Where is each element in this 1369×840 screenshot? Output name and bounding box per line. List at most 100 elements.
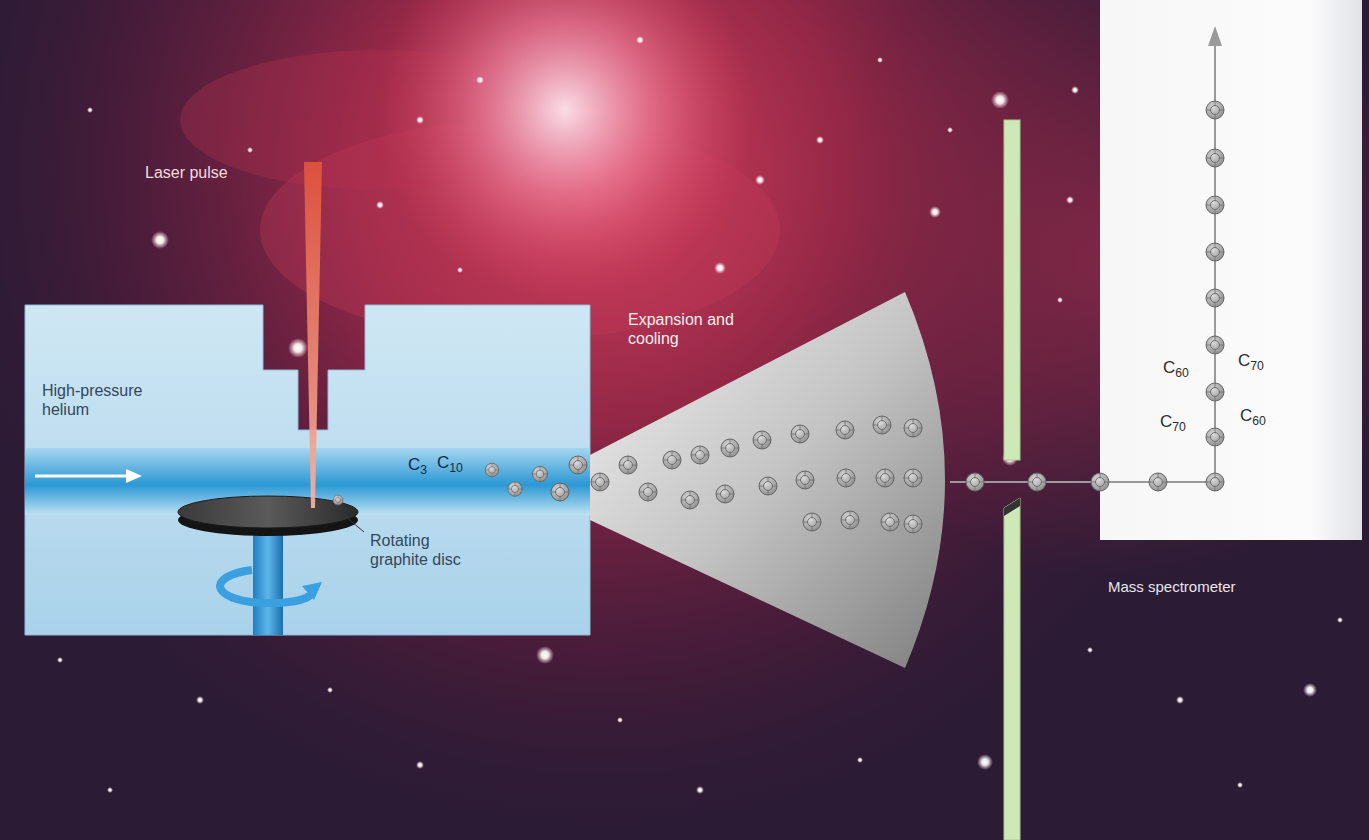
carbon-cluster — [551, 483, 569, 501]
process-label: Expansion and cooling — [628, 310, 758, 348]
carbon-cluster — [837, 469, 855, 487]
laser-label: Laser pulse — [145, 163, 228, 182]
star — [947, 127, 953, 133]
carbon-cluster — [873, 416, 891, 434]
star — [755, 175, 765, 185]
carbon-cluster — [1206, 289, 1224, 307]
carbon-cluster — [904, 419, 922, 437]
carbon-cluster — [485, 463, 499, 477]
disc-shaft — [253, 527, 283, 635]
carbon-cluster — [1028, 473, 1046, 491]
carbon-cluster — [841, 511, 859, 529]
cluster-label: C10 — [437, 453, 463, 473]
star — [376, 201, 384, 209]
carbon-cluster — [569, 456, 587, 474]
carbon-cluster — [904, 515, 922, 533]
carbon-cluster — [803, 513, 821, 531]
star — [87, 107, 93, 113]
spectrometer-panel-outline — [1100, 0, 1362, 610]
star — [1087, 647, 1093, 653]
carbon-cluster — [796, 471, 814, 489]
part-label: Rotating graphite disc — [370, 531, 488, 569]
skimmer-plate — [1004, 498, 1020, 840]
fullerene-label: C70 — [1160, 412, 1186, 432]
carbon-cluster — [1206, 196, 1224, 214]
carbon-cluster — [1206, 473, 1224, 491]
star — [57, 657, 63, 663]
expansion-cone-shape — [590, 292, 945, 668]
star — [877, 57, 883, 63]
carbon-cluster — [619, 456, 637, 474]
star — [1066, 196, 1074, 204]
star — [1176, 696, 1184, 704]
star — [816, 136, 824, 144]
carbon-cluster — [759, 477, 777, 495]
apparatus-box: High-pressure heliumC3C10Rotating graphi… — [25, 305, 590, 635]
carbon-cluster — [681, 491, 699, 509]
skimmer-edge — [1004, 498, 1020, 516]
star — [416, 761, 424, 769]
star — [977, 754, 993, 770]
star — [1337, 617, 1343, 623]
star — [107, 787, 113, 793]
gas-label: High-pressure helium — [42, 381, 172, 419]
carbon-cluster — [1206, 336, 1224, 354]
graphite-disc — [178, 496, 358, 528]
star — [636, 36, 644, 44]
carbon-cluster — [508, 482, 522, 496]
laser-beam — [304, 162, 322, 508]
carbon-cluster — [333, 495, 343, 505]
flow-arrow — [35, 475, 128, 478]
star — [1237, 782, 1243, 788]
star — [1303, 683, 1317, 697]
carbon-cluster — [904, 469, 922, 487]
skimmer-plate — [1004, 120, 1020, 460]
carbon-cluster — [1206, 101, 1224, 119]
carbon-cluster — [836, 421, 854, 439]
star — [991, 91, 1009, 109]
carbon-cluster — [966, 473, 984, 491]
apparatus-box-outline — [25, 305, 590, 635]
flow-arrow-head — [126, 469, 142, 483]
carbon-cluster — [591, 473, 609, 491]
leader-line — [340, 512, 364, 532]
carbon-cluster — [691, 446, 709, 464]
star — [929, 206, 941, 218]
rotation-arrow — [220, 570, 312, 603]
carbon-cluster — [721, 439, 739, 457]
star — [696, 786, 704, 794]
nebula-wisp — [180, 50, 580, 190]
spectrometer-panel-shape — [1100, 0, 1362, 540]
carbon-cluster — [1206, 149, 1224, 167]
star — [247, 147, 253, 153]
apparatus-box-shape — [25, 305, 590, 635]
star — [536, 646, 554, 664]
star — [151, 231, 169, 249]
carbon-cluster — [1149, 473, 1167, 491]
spectrometer-panel: C60C70C70C60Mass spectrometer — [1100, 0, 1362, 610]
fullerene-label: C70 — [1238, 351, 1264, 371]
star — [617, 717, 623, 723]
star — [196, 696, 204, 704]
nebula-wisp — [260, 120, 780, 340]
ion-path-head — [1208, 26, 1222, 46]
carbon-cluster — [639, 483, 657, 501]
carbon-cluster — [1206, 383, 1224, 401]
star — [476, 76, 484, 84]
star — [857, 757, 863, 763]
expansion-cone: Expansion and cooling — [590, 290, 950, 670]
carbon-cluster — [663, 451, 681, 469]
carbon-cluster — [791, 425, 809, 443]
fullerene-label: C60 — [1240, 406, 1266, 426]
instrument-label: Mass spectrometer — [1108, 578, 1236, 596]
star — [1281, 71, 1289, 79]
carbon-cluster — [753, 431, 771, 449]
rotation-arrow-head — [302, 582, 322, 600]
carbon-cluster — [1206, 243, 1224, 261]
carbon-cluster — [1091, 473, 1109, 491]
ion-path — [1100, 44, 1215, 482]
carbon-cluster — [532, 466, 547, 481]
